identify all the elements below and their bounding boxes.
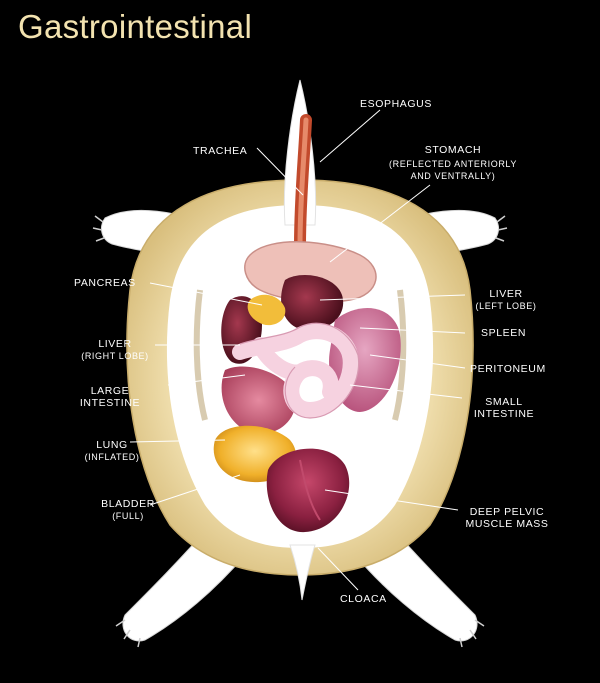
label-liver-left-sub: (LEFT LOBE) <box>475 301 537 311</box>
label-large-intestine: LARGE INTESTINE <box>68 385 152 409</box>
claw-marks <box>92 215 508 648</box>
stomach-organ <box>244 241 377 303</box>
label-deep-pelvic: DEEP PELVIC MUSCLE MASS <box>459 506 555 530</box>
label-pancreas: PANCREAS <box>74 277 136 289</box>
label-trachea: TRACHEA <box>193 145 248 157</box>
label-stomach-main: STOMACH <box>424 144 482 156</box>
label-stomach: STOMACH (REFLECTED ANTERIORLY AND VENTRA… <box>378 144 528 182</box>
label-bladder: BLADDER (FULL) <box>96 498 160 522</box>
label-liver-right: LIVER (RIGHT LOBE) <box>76 338 154 362</box>
tail <box>289 544 316 601</box>
leader-lines <box>129 109 466 591</box>
label-large-intestine-line1: LARGE <box>90 385 130 397</box>
liver-left-lobe <box>281 275 344 331</box>
label-bladder-main: BLADDER <box>101 498 155 510</box>
label-liver-right-sub: (RIGHT LOBE) <box>81 351 149 361</box>
label-stomach-sub: (REFLECTED ANTERIORLY AND VENTRALLY) <box>389 159 517 181</box>
small-intestine-organ <box>232 323 359 419</box>
label-lung-sub: (INFLATED) <box>84 452 140 462</box>
pancreas-organ <box>247 294 286 326</box>
label-small-intestine: SMALL INTESTINE <box>466 396 542 420</box>
label-liver-left: LIVER (LEFT LOBE) <box>470 288 542 312</box>
label-small-intestine-line1: SMALL <box>485 396 523 408</box>
large-intestine-organ <box>221 366 296 434</box>
label-liver-left-main: LIVER <box>489 288 523 300</box>
label-lung: LUNG (INFLATED) <box>76 439 148 463</box>
label-spleen: SPLEEN <box>481 327 527 339</box>
label-small-intestine-line2: INTESTINE <box>473 408 535 420</box>
label-peritoneum: PERITONEUM <box>470 363 546 375</box>
label-esophagus: ESOPHAGUS <box>360 98 432 110</box>
label-liver-right-main: LIVER <box>98 338 132 350</box>
page-title: Gastrointestinal <box>18 8 253 45</box>
label-deep-pelvic-line1: DEEP PELVIC <box>469 506 545 518</box>
label-deep-pelvic-line2: MUSCLE MASS <box>465 518 549 530</box>
label-cloaca: CLOACA <box>340 593 387 605</box>
label-lung-main: LUNG <box>96 439 128 451</box>
label-large-intestine-line2: INTESTINE <box>79 397 141 409</box>
label-bladder-sub: (FULL) <box>112 511 144 521</box>
